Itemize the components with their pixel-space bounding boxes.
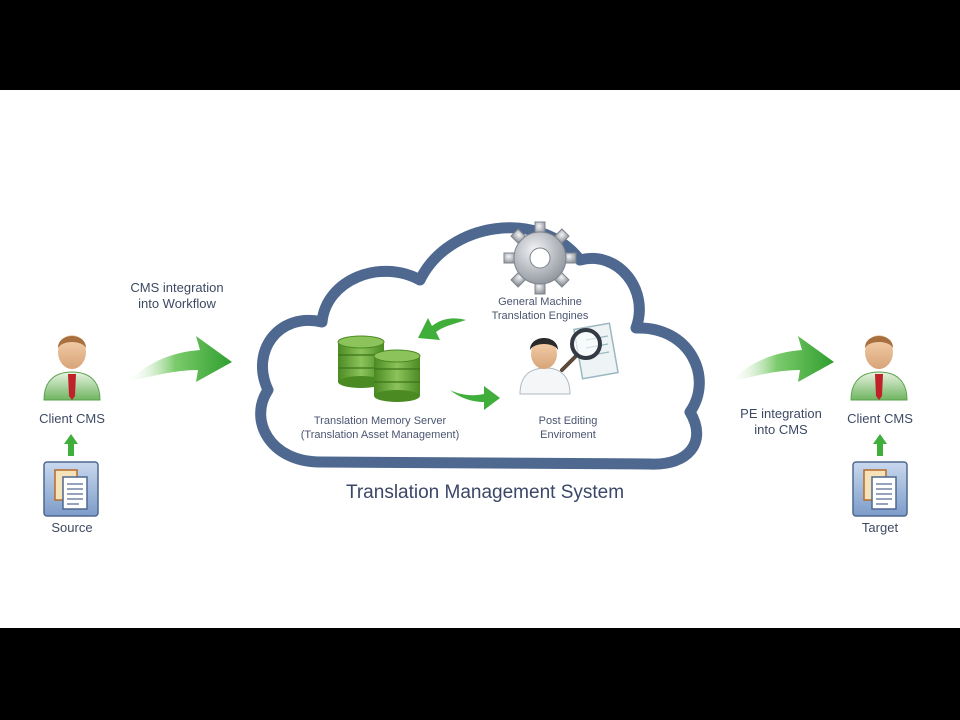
arrow-icon (730, 336, 834, 382)
tm-server-line2: (Translation Asset Management) (300, 429, 460, 441)
gear-icon (503, 221, 577, 295)
arrow-icon (450, 386, 500, 410)
arrow-icon (128, 336, 232, 382)
left-client-cms-label: Client CMS (39, 411, 105, 426)
cms-integration-label: CMS integration into Workflow (112, 280, 242, 312)
up-arrow-icon (64, 434, 78, 456)
magnifier-person-icon (519, 322, 619, 395)
person-icon (43, 335, 101, 401)
right-client-cms-label: Client CMS (847, 411, 913, 426)
mt-engines-line2: Translation Engines (491, 310, 589, 322)
tm-server-line1: Translation Memory Server (313, 415, 447, 427)
document-icon (852, 461, 908, 517)
pe-integration-label: PE integration into CMS (716, 406, 846, 438)
diagram-canvas: CMS integration into Workflow Client CMS… (0, 90, 960, 628)
database-icon (337, 335, 421, 402)
tm-server-label: Translation Memory Server (Translation A… (290, 414, 470, 442)
post-editing-line2: Enviroment (540, 429, 596, 441)
arrow-icon (418, 318, 466, 340)
source-label: Source (51, 520, 93, 535)
pe-integration-line1: PE integration (740, 406, 822, 421)
pe-integration-line2: into CMS (754, 422, 808, 437)
up-arrow-icon (873, 434, 887, 456)
person-icon (850, 335, 908, 401)
mt-engines-line1: General Machine (498, 296, 582, 308)
mt-engines-label: General Machine Translation Engines (470, 295, 610, 323)
cloud-outline (255, 222, 705, 470)
post-editing-label: Post Editing Enviroment (508, 414, 628, 442)
cms-integration-line1: CMS integration (130, 280, 224, 295)
document-icon (43, 461, 99, 517)
diagram-graphics (43, 221, 908, 517)
post-editing-line1: Post Editing (538, 415, 598, 427)
cms-integration-line2: into Workflow (138, 296, 216, 311)
system-title: Translation Management System (345, 482, 625, 503)
target-label: Target (861, 520, 899, 535)
